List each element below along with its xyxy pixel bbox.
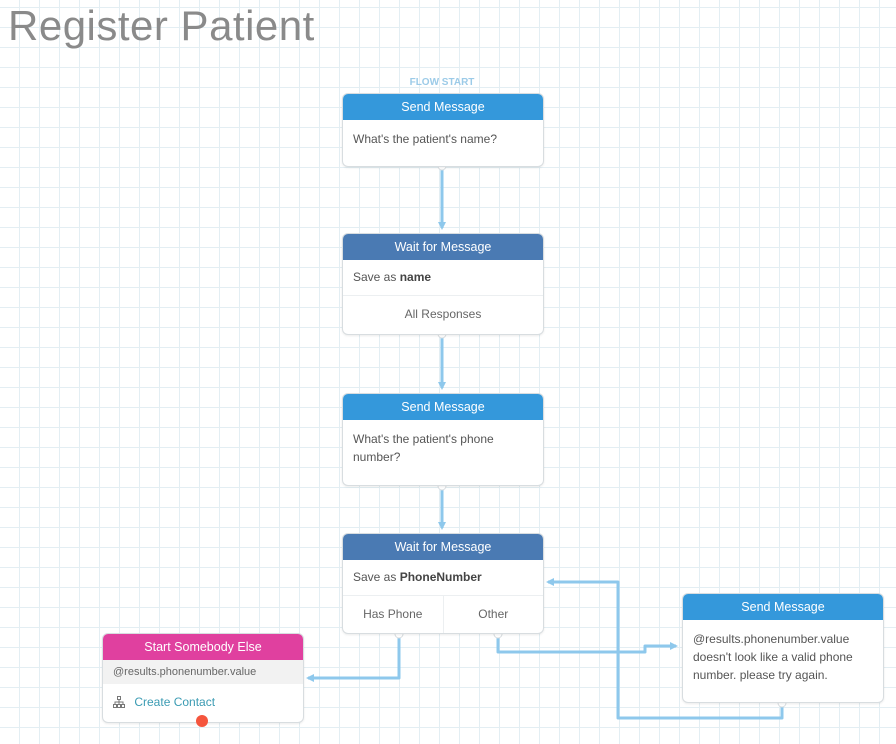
node-header[interactable]: Start Somebody Else — [103, 634, 303, 660]
category-row: All Responses — [343, 295, 543, 333]
message-text: What's the patient's name? — [353, 132, 497, 146]
category-all-responses[interactable]: All Responses — [404, 307, 482, 321]
send-message-node-invalid[interactable]: Send Message @results.phonenumber.value … — [682, 593, 884, 703]
category-has-phone[interactable]: Has Phone — [363, 607, 423, 621]
node-header[interactable]: Send Message — [343, 94, 543, 120]
subflow-expression: @results.phonenumber.value — [103, 660, 303, 684]
save-as-line: Save as name — [343, 260, 543, 295]
sitemap-icon — [113, 696, 125, 708]
category-row: Has Phone Other — [343, 595, 543, 633]
exit-label: Create Contact — [134, 695, 216, 709]
wire-send3-to-wait2 — [546, 578, 784, 720]
save-as-variable: PhoneNumber — [399, 570, 482, 584]
category-other[interactable]: Other — [442, 596, 544, 633]
flow-start-label: FLOW START — [409, 77, 475, 88]
wire-other-to-send3 — [496, 638, 678, 654]
save-as-line: Save as PhoneNumber — [343, 560, 543, 595]
save-as-variable: name — [399, 270, 432, 284]
node-header[interactable]: Wait for Message — [343, 534, 543, 560]
exit-handle-dot[interactable] — [196, 715, 208, 727]
send-message-node-phone[interactable]: Send Message What's the patient's phone … — [342, 393, 544, 486]
node-header[interactable]: Send Message — [343, 394, 543, 420]
save-as-prefix: Save as — [353, 270, 397, 284]
wire-hasphone-to-sub — [306, 638, 401, 682]
start-somebody-else-node[interactable]: Start Somebody Else @results.phonenumber… — [102, 633, 304, 723]
wait-message-node-phone[interactable]: Wait for Message Save as PhoneNumber Has… — [342, 533, 544, 634]
message-text: @results.phonenumber.value doesn't look … — [693, 632, 853, 682]
message-text: What's the patient's phone number? — [353, 432, 494, 464]
page-title: Register Patient — [8, 2, 315, 49]
node-header[interactable]: Send Message — [683, 594, 883, 620]
save-as-prefix: Save as — [353, 570, 397, 584]
node-header[interactable]: Wait for Message — [343, 234, 543, 260]
wait-message-node-name[interactable]: Wait for Message Save as name All Respon… — [342, 233, 544, 335]
exit-create-contact[interactable]: Create Contact — [103, 684, 303, 720]
send-message-node-name[interactable]: Send Message What's the patient's name? — [342, 93, 544, 167]
